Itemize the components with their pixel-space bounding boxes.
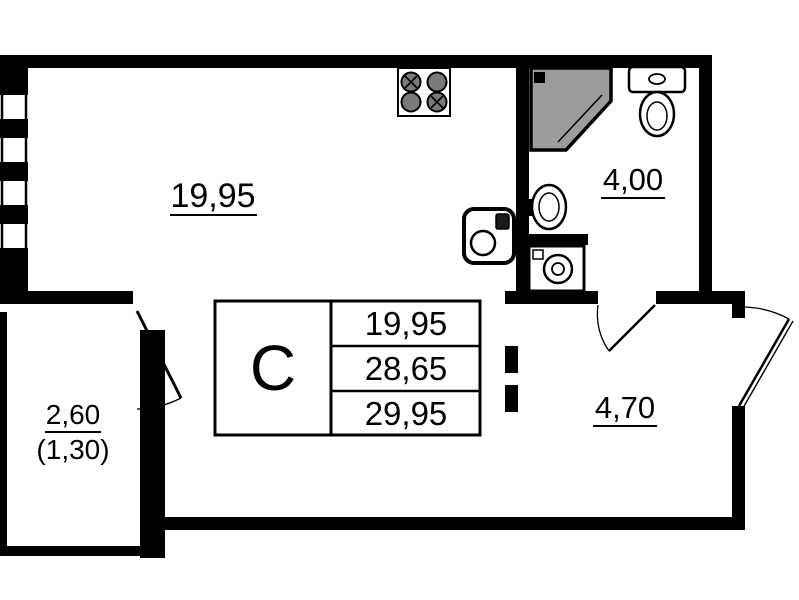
washbasin-icon — [529, 183, 568, 231]
wall-bathroom-bottom-right — [656, 291, 745, 304]
stove-burner-cross — [404, 75, 418, 89]
sink-faucet — [495, 213, 510, 230]
opening-dashes — [505, 346, 518, 412]
window-block — [0, 248, 28, 304]
stove-burner — [400, 91, 422, 113]
stove-burner — [426, 71, 448, 93]
hallway-area-label: 4,70 — [595, 390, 655, 425]
legend-table-border — [213, 299, 482, 437]
interior-walls — [505, 55, 745, 304]
door-swing-arc — [136, 397, 182, 410]
apartment-type-label: С — [250, 332, 296, 404]
wall-balcony-bottom — [0, 546, 140, 556]
opening-dash — [505, 385, 518, 412]
kitchen-sink-icon — [462, 207, 516, 265]
shower-icon — [529, 66, 613, 152]
stove-icon — [397, 67, 451, 117]
toilet-button — [648, 73, 666, 85]
room-labels: 19,95 4,00 4,70 2,60 (1,30) — [36, 162, 665, 465]
shower-head — [534, 72, 545, 83]
washing-machine-drum-inner — [551, 262, 565, 276]
window-block — [0, 55, 28, 78]
wall-right-upper — [699, 55, 712, 304]
legend-table: С 19,95 28,65 29,95 — [213, 299, 482, 437]
living-room-area-label: 19,95 — [170, 177, 255, 215]
wall-right-lower-stub — [732, 304, 745, 318]
wall-top — [8, 55, 712, 68]
toilet-icon — [627, 65, 687, 138]
wall-bottom — [140, 517, 745, 530]
door-leaf — [608, 304, 656, 352]
sink-bowl — [469, 229, 497, 257]
opening-dash — [505, 346, 518, 373]
exterior-walls — [0, 55, 745, 558]
door-leaf — [135, 310, 183, 399]
wall-balcony-top — [0, 291, 133, 304]
wall-balcony-left — [0, 312, 7, 552]
wall-right-lower — [732, 406, 745, 530]
balcony-area-label: 2,60 — [46, 399, 101, 430]
stove-burner-cross — [430, 95, 444, 109]
entrance-door — [737, 306, 794, 409]
bathroom-area-label: 4,00 — [603, 162, 663, 197]
door-leaf — [737, 318, 791, 407]
door-swing-arc — [738, 306, 790, 320]
washing-machine-drawer — [532, 249, 544, 260]
wall-balcony-right — [140, 330, 165, 558]
balcony-door — [135, 310, 183, 410]
legend-row-value: 29,95 — [365, 395, 448, 432]
wall-bathroom-bottom-left — [505, 291, 598, 304]
legend-row-value: 19,95 — [365, 305, 448, 342]
shower-door — [557, 94, 603, 143]
bathroom-door — [596, 304, 656, 352]
wall-bathroom-left — [516, 55, 529, 304]
washing-machine-icon — [527, 244, 586, 293]
toilet-bowl-inner — [646, 101, 668, 131]
door-swing-arc — [596, 304, 610, 352]
window-bar — [0, 205, 28, 224]
window-icon — [0, 55, 28, 304]
balcony-reduced-area-label: (1,30) — [36, 434, 109, 465]
wall-bathroom-separator — [516, 234, 588, 245]
shower-tray — [529, 66, 613, 152]
window-bar — [0, 119, 28, 138]
window-bar — [0, 76, 28, 95]
door-leaf — [742, 320, 794, 409]
window-bar — [0, 162, 28, 181]
legend-row-value: 28,65 — [365, 350, 448, 387]
washbasin-bowl-inner — [538, 192, 560, 222]
